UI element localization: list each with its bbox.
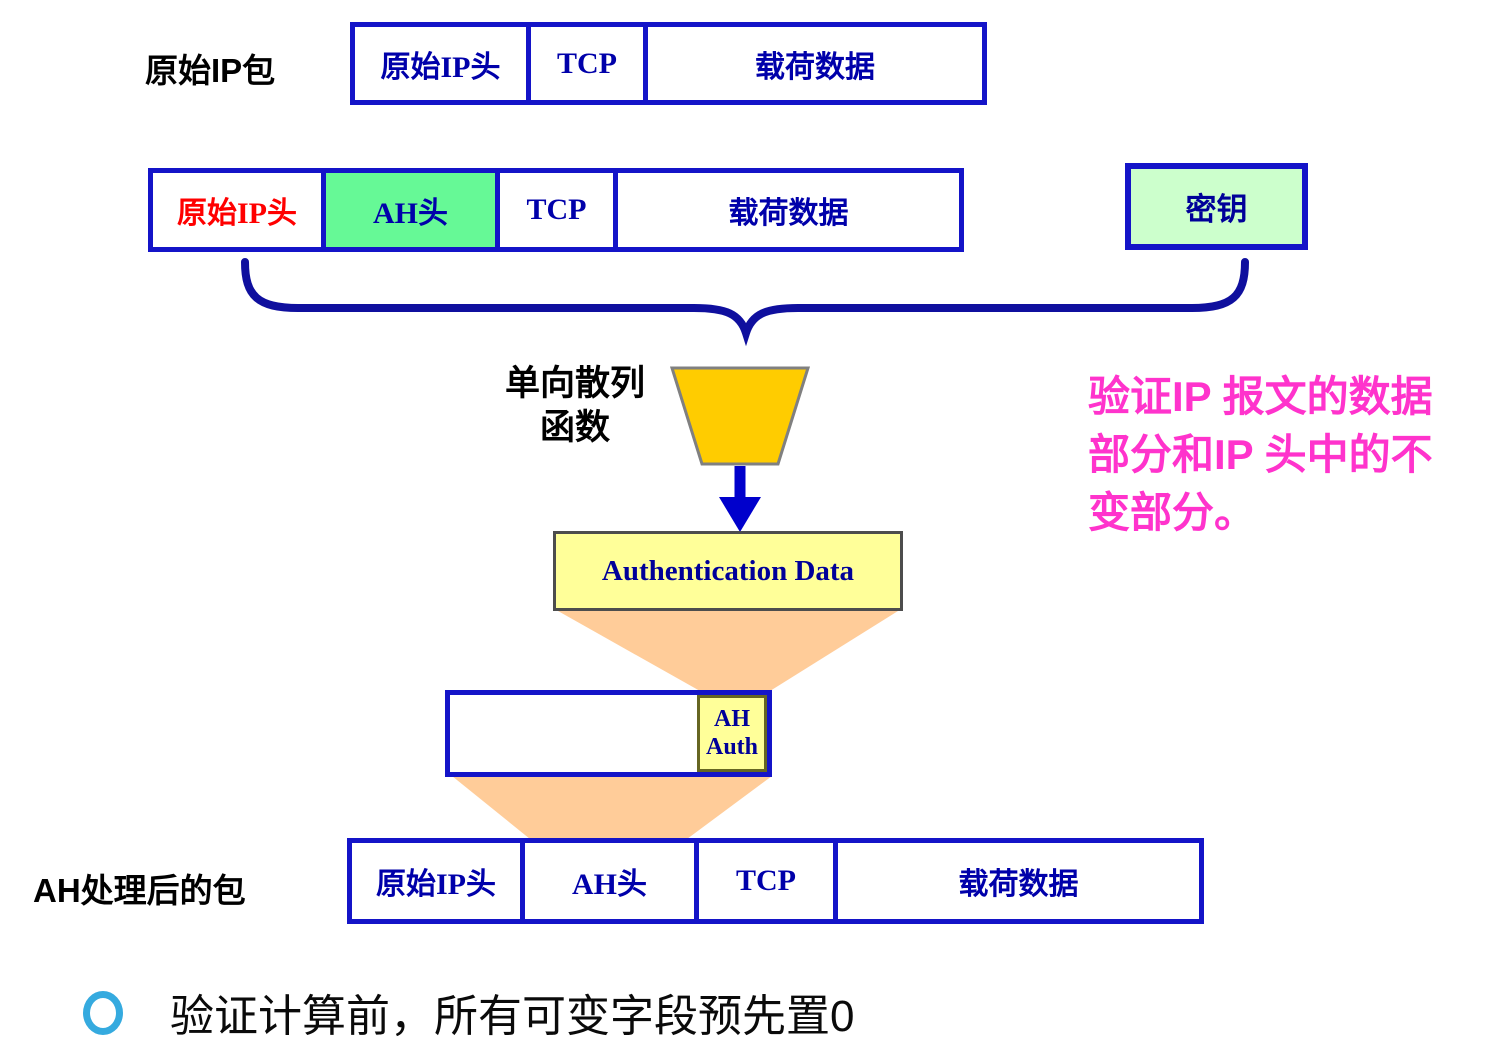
row2-original-ip-header-cell: 原始IP头: [148, 168, 326, 252]
row1-tcp-cell: TCP: [526, 22, 648, 105]
verification-note-line3: 变部分。: [1088, 488, 1257, 536]
ah-auth-field-line1: AH: [714, 705, 750, 732]
row4-ah-header-cell: AH头: [520, 838, 699, 924]
ah-processed-packet-row: 原始IP头 AH头 TCP 载荷数据: [347, 838, 1204, 924]
row2-ah-header-cell: AH头: [321, 168, 500, 252]
ah-auth-field-line2: Auth: [705, 733, 759, 760]
verification-note: 验证IP 报文的数据 部分和IP 头中的不 变部分。: [1088, 368, 1502, 542]
down-arrow-head: [719, 497, 761, 532]
ah-inserted-packet-row: 原始IP头 AH头 TCP 载荷数据: [148, 168, 964, 252]
brace-shape: [241, 258, 1249, 347]
verification-note-line2: 部分和IP 头中的不: [1088, 430, 1433, 478]
bullet-text: 验证计算前，所有可变字段预先置0: [170, 992, 855, 1041]
ah-processed-packet-label: AH处理后的包: [33, 872, 246, 909]
row4-payload-cell: 载荷数据: [833, 838, 1204, 924]
row4-original-ip-header-cell: 原始IP头: [347, 838, 525, 924]
flow-trapezoid-upper: [558, 611, 898, 691]
original-ip-packet-label: 原始IP包: [145, 52, 276, 89]
one-way-hash-label-line2: 函数: [539, 408, 610, 448]
row4-tcp-cell: TCP: [694, 838, 838, 924]
row1-original-ip-header-cell: 原始IP头: [350, 22, 531, 105]
flow-trapezoid-lower: [452, 776, 772, 839]
ah-auth-field: AH Auth: [697, 695, 767, 772]
original-ip-packet-row: 原始IP头 TCP 载荷数据: [350, 22, 987, 105]
one-way-hash-label: 单向散列 函数: [480, 362, 670, 450]
row1-payload-cell: 载荷数据: [643, 22, 987, 105]
row2-tcp-cell: TCP: [495, 168, 618, 252]
authentication-data-box: Authentication Data: [553, 531, 903, 611]
row2-payload-cell: 载荷数据: [613, 168, 964, 252]
one-way-hash-label-line1: 单向散列: [504, 364, 645, 403]
verification-note-line1: 验证IP 报文的数据: [1088, 373, 1433, 420]
hash-funnel-icon: [669, 366, 811, 466]
packet-with-auth-field-row: AH Auth: [445, 690, 772, 777]
key-box: 密钥: [1125, 163, 1308, 250]
bullet-ring-icon: [83, 991, 123, 1035]
